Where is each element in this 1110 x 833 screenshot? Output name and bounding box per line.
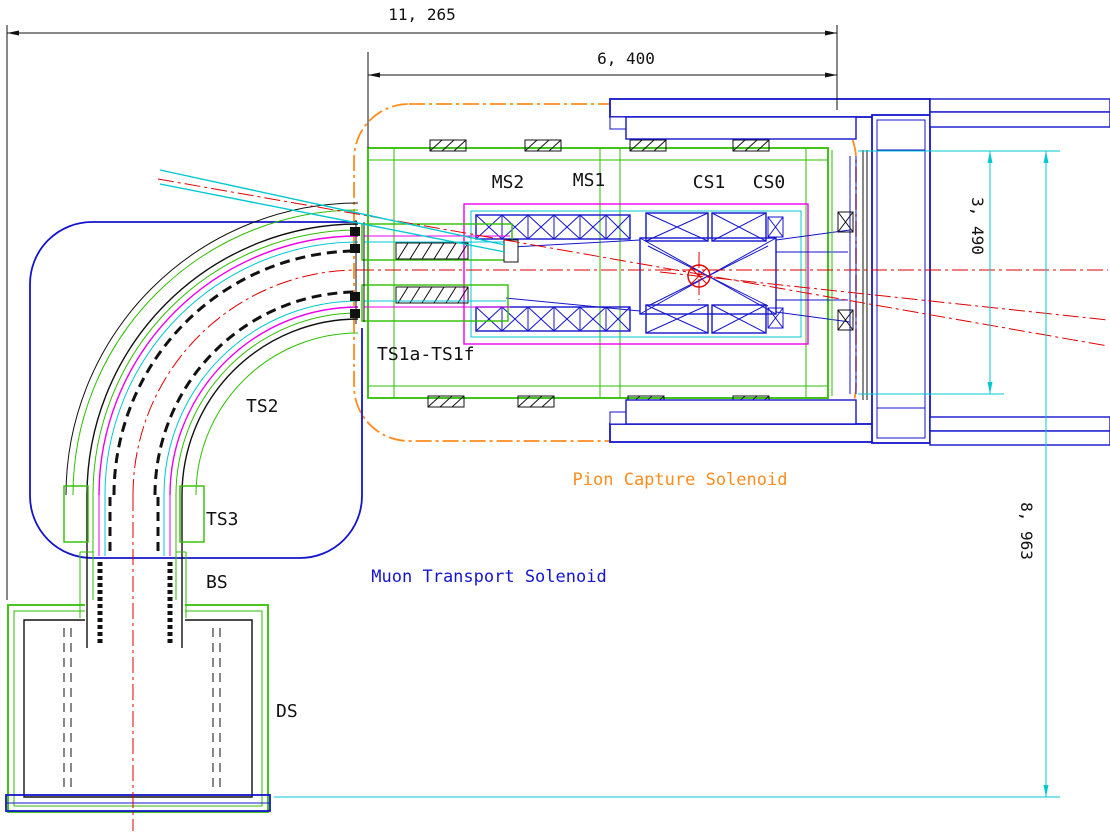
yoke-end-slab <box>871 114 931 444</box>
label-ts3: TS3 <box>206 509 239 530</box>
pion-capture-solenoid <box>353 103 868 442</box>
rail-bottom-upper <box>929 416 1110 432</box>
label-ms2: MS2 <box>492 172 525 193</box>
dim-capture-height: 3, 490 <box>968 197 987 255</box>
label-cs1: CS1 <box>693 172 726 193</box>
beam-centerlines <box>132 169 1109 831</box>
proton-beam-axis <box>157 178 1109 347</box>
proton-envelope-lower <box>159 183 506 253</box>
detector-solenoid <box>5 604 271 813</box>
dim-total-height: 8, 963 <box>1017 502 1036 560</box>
label-cs0: CS0 <box>753 172 786 193</box>
capture-cryostat <box>367 147 829 399</box>
bs-section <box>79 551 187 618</box>
dim-total-width: 11, 265 <box>388 5 455 24</box>
rail-bottom-lower <box>929 430 1110 446</box>
iron-yoke <box>609 98 1110 446</box>
target-shield <box>639 237 777 315</box>
bend-arcs <box>65 202 359 496</box>
interface-flange <box>350 220 365 324</box>
label-ts1: TS1a-TS1f <box>377 344 475 365</box>
proton-window <box>503 239 519 263</box>
lower-coil-row <box>475 304 784 334</box>
proton-envelope-upper <box>159 169 506 246</box>
label-ds: DS <box>276 701 298 722</box>
end-plate <box>831 150 868 400</box>
rail-top-lower <box>929 111 1110 128</box>
dim-capture-width: 6, 400 <box>597 49 655 68</box>
dimension-annotations: 11, 265 6, 400 3, 490 8, 963 <box>6 5 1060 798</box>
rail-top-upper <box>929 98 1110 113</box>
label-muon-transport-solenoid: Muon Transport Solenoid <box>371 567 606 587</box>
coil-former-frame <box>463 203 809 345</box>
label-pion-capture-solenoid: Pion Capture Solenoid <box>573 470 788 490</box>
thermal-shield-frame <box>470 210 802 338</box>
capture-boundary-outline <box>353 103 857 442</box>
upper-coil-row <box>475 212 784 242</box>
label-ts2: TS2 <box>246 396 279 417</box>
muon-transport-solenoid <box>29 202 519 648</box>
vertical-section <box>86 495 183 648</box>
transport-cryostat-outline <box>29 221 363 559</box>
ts1-lower-stub <box>361 284 510 322</box>
component-labels: MS2 MS1 CS1 CS0 TS1a-TS1f TS2 TS3 BS DS … <box>206 170 787 722</box>
label-bs: BS <box>206 572 228 593</box>
proton-exit-axis <box>659 271 1109 321</box>
label-ms1: MS1 <box>573 170 606 191</box>
ts3-flange-tabs <box>63 485 205 543</box>
